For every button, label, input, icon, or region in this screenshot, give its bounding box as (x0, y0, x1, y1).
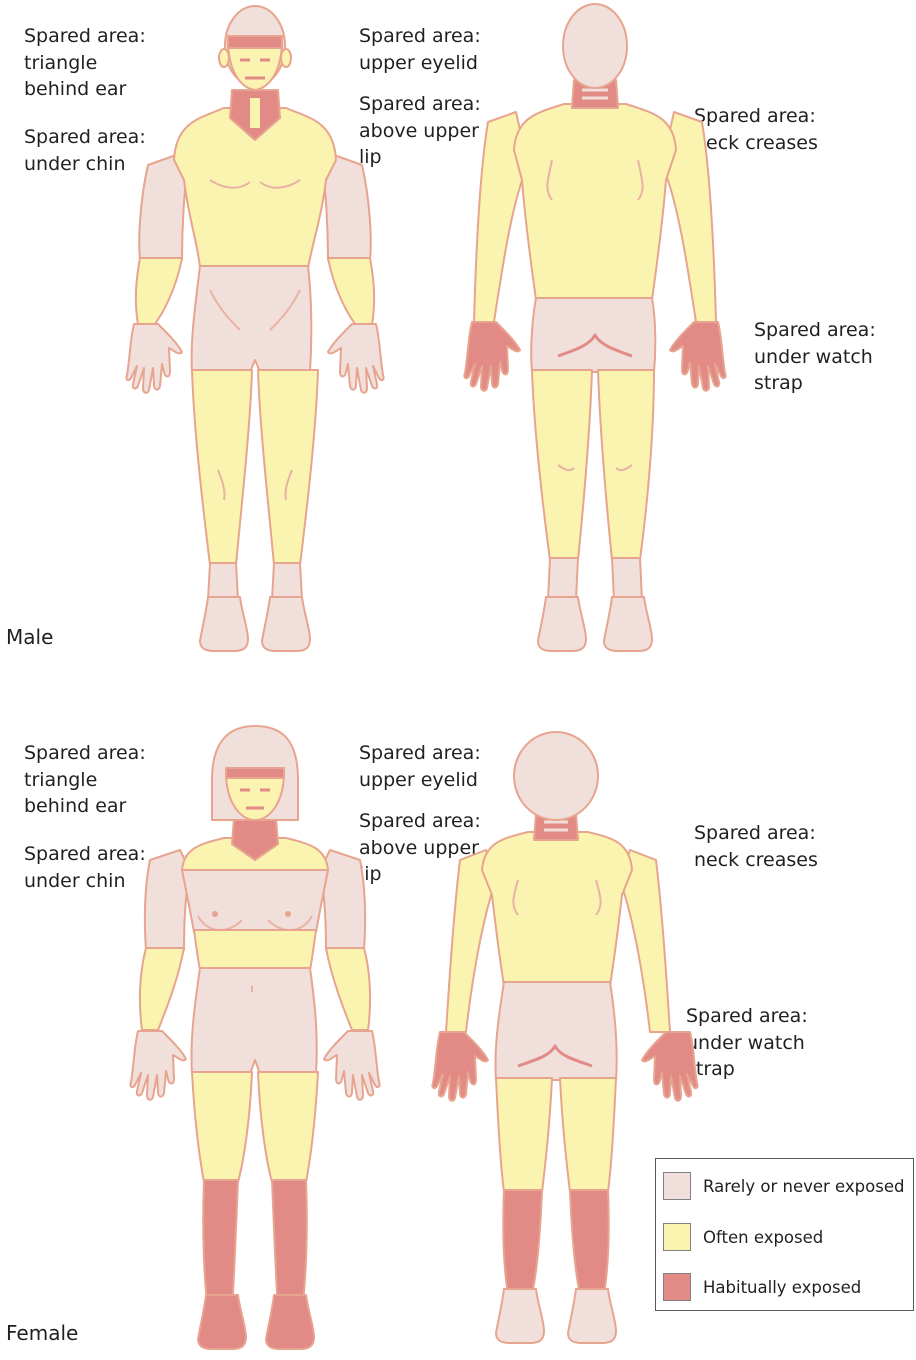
legend-item-habitual: Habitually exposed (663, 1273, 861, 1301)
male-front-figure (100, 0, 410, 660)
female-front-figure (100, 720, 410, 1360)
male-label: Male (6, 625, 53, 649)
legend: Rarely or never exposed Often exposed Ha… (655, 1158, 914, 1311)
annotation-male-watch-strap: Spared area: under watch strap (754, 317, 876, 397)
legend-item-often: Often exposed (663, 1223, 823, 1251)
legend-swatch-often (663, 1223, 691, 1251)
male-back-body-icon (440, 0, 750, 660)
annotation-female-neck-creases: Spared area: neck creases (694, 820, 818, 873)
legend-item-rarely: Rarely or never exposed (663, 1172, 904, 1200)
female-front-body-icon (100, 720, 410, 1360)
female-label: Female (6, 1321, 78, 1345)
legend-label-rarely: Rarely or never exposed (703, 1177, 904, 1196)
legend-label-habitual: Habitually exposed (703, 1278, 861, 1297)
legend-label-often: Often exposed (703, 1228, 823, 1247)
legend-swatch-habitual (663, 1273, 691, 1301)
legend-swatch-rarely (663, 1172, 691, 1200)
male-front-body-icon (100, 0, 410, 660)
male-back-figure (440, 0, 750, 660)
